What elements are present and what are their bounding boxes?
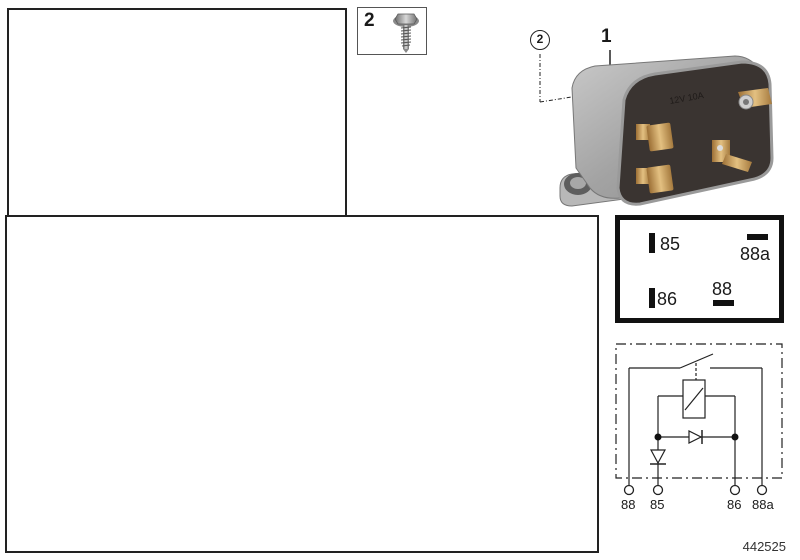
pin-86-label: 86 — [657, 289, 678, 309]
pin-85-marker — [649, 233, 655, 253]
diagram-reference-number: 442525 — [742, 539, 786, 554]
terminal-88a — [756, 484, 768, 496]
switch-contact — [679, 353, 714, 369]
main-panel — [5, 215, 599, 553]
screw-inset[interactable]: 2 — [357, 7, 427, 55]
terminal-88-label: 88 — [621, 497, 636, 512]
top-left-panel — [7, 8, 347, 217]
terminal-85 — [652, 484, 664, 496]
relay-schematic — [615, 343, 783, 496]
screw-icon — [393, 13, 419, 53]
terminal-86-label: 86 — [727, 497, 742, 512]
terminal-88 — [623, 484, 635, 496]
relay-illustration[interactable]: 12V 10A — [520, 48, 790, 218]
screw-callout[interactable]: 2 — [530, 30, 550, 50]
pin-88a-label: 88a — [740, 244, 771, 264]
diode-vertical — [649, 449, 667, 465]
screw-part-number: 2 — [364, 10, 375, 31]
terminal-85-label: 85 — [650, 497, 665, 512]
pin-88a-marker — [747, 234, 768, 240]
relay-callout[interactable]: 1 — [601, 26, 612, 47]
terminal-88a-label: 88a — [752, 497, 774, 512]
diode-horizontal — [688, 430, 703, 444]
pin-86-marker — [649, 288, 655, 308]
pin-85-label: 85 — [660, 234, 681, 254]
pin-88-marker — [713, 300, 734, 306]
pin-layout-diagram: 85 88a 86 88 — [615, 215, 784, 323]
pin-88-label: 88 — [712, 279, 733, 299]
coil — [682, 379, 706, 419]
terminal-86 — [729, 484, 741, 496]
